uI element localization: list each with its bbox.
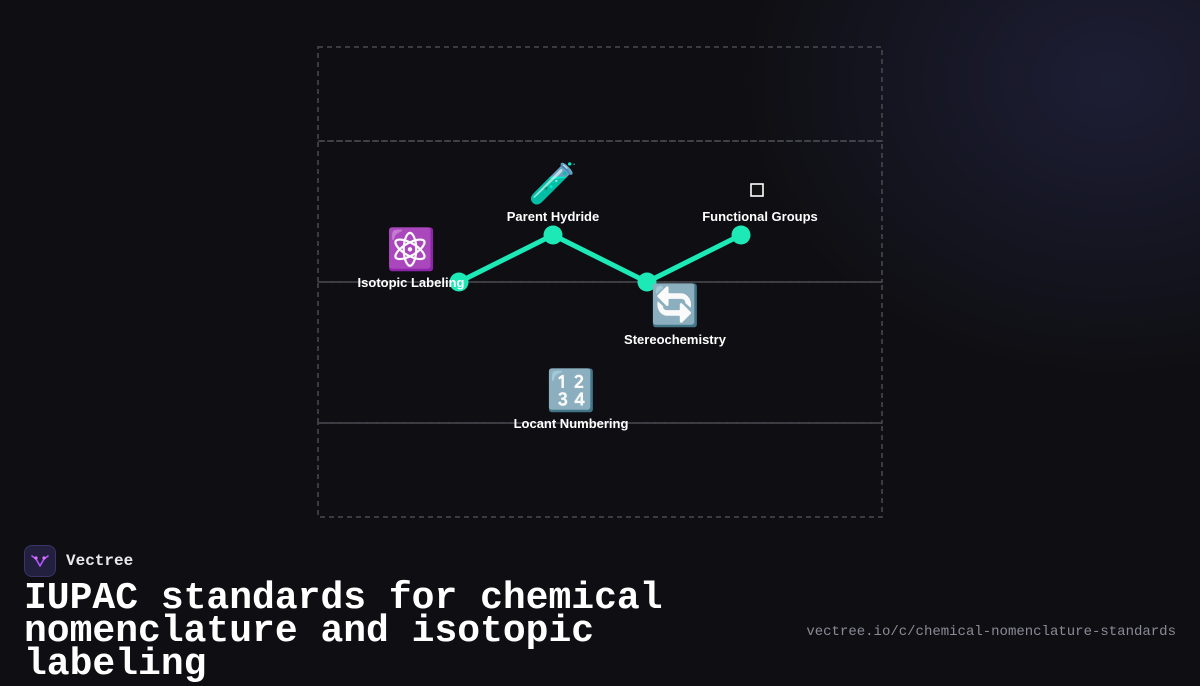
edge-parent-hydride-to-stereochemistry	[550, 232, 650, 285]
node-label: Stereochemistry	[624, 332, 727, 347]
atom-icon: ⚛️	[386, 226, 436, 273]
nomenclature-diagram: ⚛️ Isotopic Labeling 🧪 Parent Hydride 🔄 Stere…	[317, 46, 883, 518]
edge-isotopic-labeling-to-parent-hydride	[456, 232, 556, 285]
node-stereochemistry[interactable]: 🔄 Stereochemistry	[624, 272, 727, 348]
square-icon	[750, 183, 764, 197]
node-label: Locant Numbering	[514, 416, 629, 431]
node-label: Parent Hydride	[507, 209, 599, 224]
lane-2	[317, 140, 883, 283]
diagram-lanes	[317, 46, 883, 518]
diagram-edges	[456, 232, 744, 285]
node-dot	[637, 272, 657, 292]
brand: Vectree	[24, 544, 133, 578]
node-parent-hydride[interactable]: 🧪 Parent Hydride	[507, 161, 599, 245]
node-label: Isotopic Labeling	[358, 275, 465, 290]
edge-stereochemistry-to-functional-groups	[644, 232, 744, 285]
node-dot	[731, 225, 751, 245]
page-title: IUPAC standards for chemical nomenclatur…	[24, 577, 663, 686]
node-dot	[543, 225, 563, 245]
diagram-nodes: ⚛️ Isotopic Labeling 🧪 Parent Hydride 🔄 Stere…	[358, 161, 818, 431]
source-url: vectree.io/c/chemical-nomenclature-stand…	[806, 624, 1176, 640]
node-functional-groups[interactable]: Functional Groups	[702, 183, 818, 245]
lane-3	[317, 281, 883, 424]
node-isotopic-labeling[interactable]: ⚛️ Isotopic Labeling	[358, 226, 469, 292]
node-label: Functional Groups	[702, 209, 818, 224]
node-locant-numbering[interactable]: 🔢 Locant Numbering	[514, 367, 629, 431]
rotate-arrows-icon: 🔄	[650, 282, 700, 329]
node-dot	[449, 272, 469, 292]
lane-4	[317, 422, 883, 518]
vectree-logo-icon	[24, 545, 56, 577]
numbers-icon: 🔢	[546, 367, 596, 414]
lane-1	[317, 46, 883, 142]
test-tube-icon: 🧪	[528, 161, 578, 207]
brand-name: Vectree	[66, 552, 134, 570]
